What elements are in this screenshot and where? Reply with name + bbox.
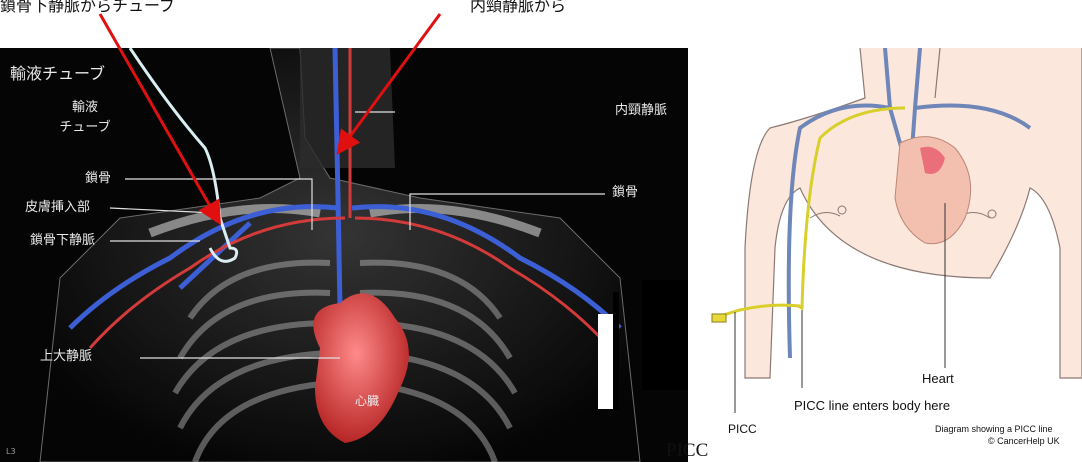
arrow-jugular [340,14,440,150]
picc-overlay-label: PICC [666,440,708,462]
caption-line1: Diagram showing a PICC line [935,424,1053,434]
red-arrows [0,0,688,240]
picc-small-label: PICC [728,422,757,436]
black-block [642,280,688,390]
heart-label: Heart [922,371,954,386]
corner-label: L3 [6,448,16,456]
black-bar [613,292,619,410]
caption-line2: © CancerHelp UK [988,436,1060,446]
heart-label-jp: 心臓 [355,395,379,407]
svc-label: 上大静脈 [40,350,92,363]
arrow-subclavian [100,14,218,220]
picc-connector [712,314,726,322]
entry-label: PICC line enters body here [794,398,950,413]
white-gap [598,314,613,409]
picc-diagram-right: Heart PICC line enters body here PICC Di… [690,48,1082,462]
